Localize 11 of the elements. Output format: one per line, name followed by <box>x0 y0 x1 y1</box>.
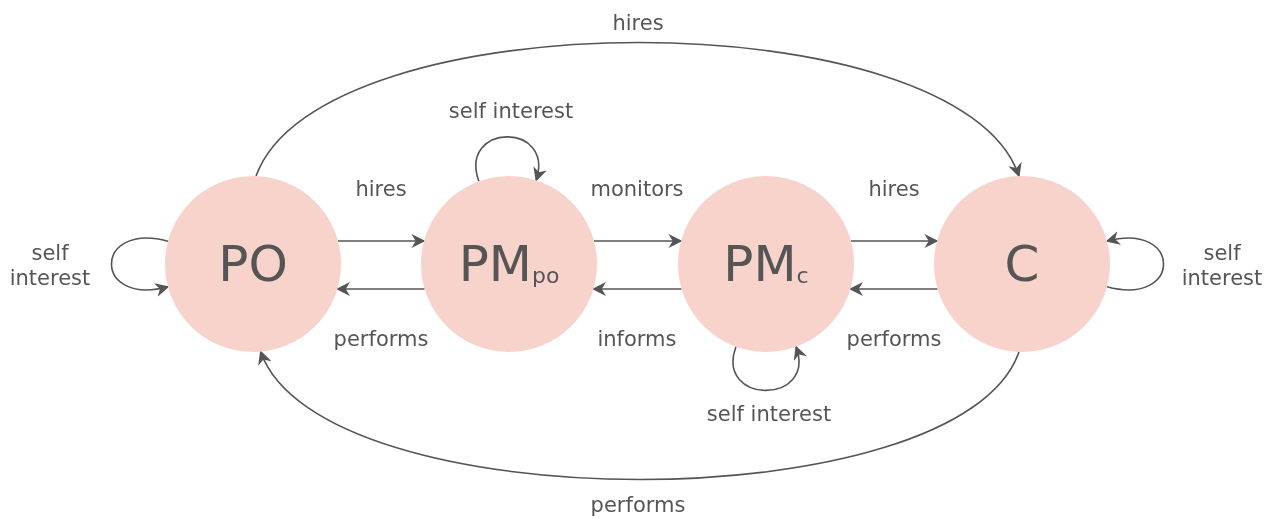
node-label: C <box>1004 239 1040 289</box>
arrow <box>110 237 170 296</box>
arrow <box>337 234 426 248</box>
arrow <box>732 345 806 392</box>
arrow <box>1105 232 1165 291</box>
arrow <box>475 136 546 183</box>
node-label: PO <box>218 239 288 289</box>
arrow <box>850 234 939 248</box>
arrow <box>255 41 1020 178</box>
arrow <box>259 350 1020 481</box>
arrow <box>593 234 683 248</box>
